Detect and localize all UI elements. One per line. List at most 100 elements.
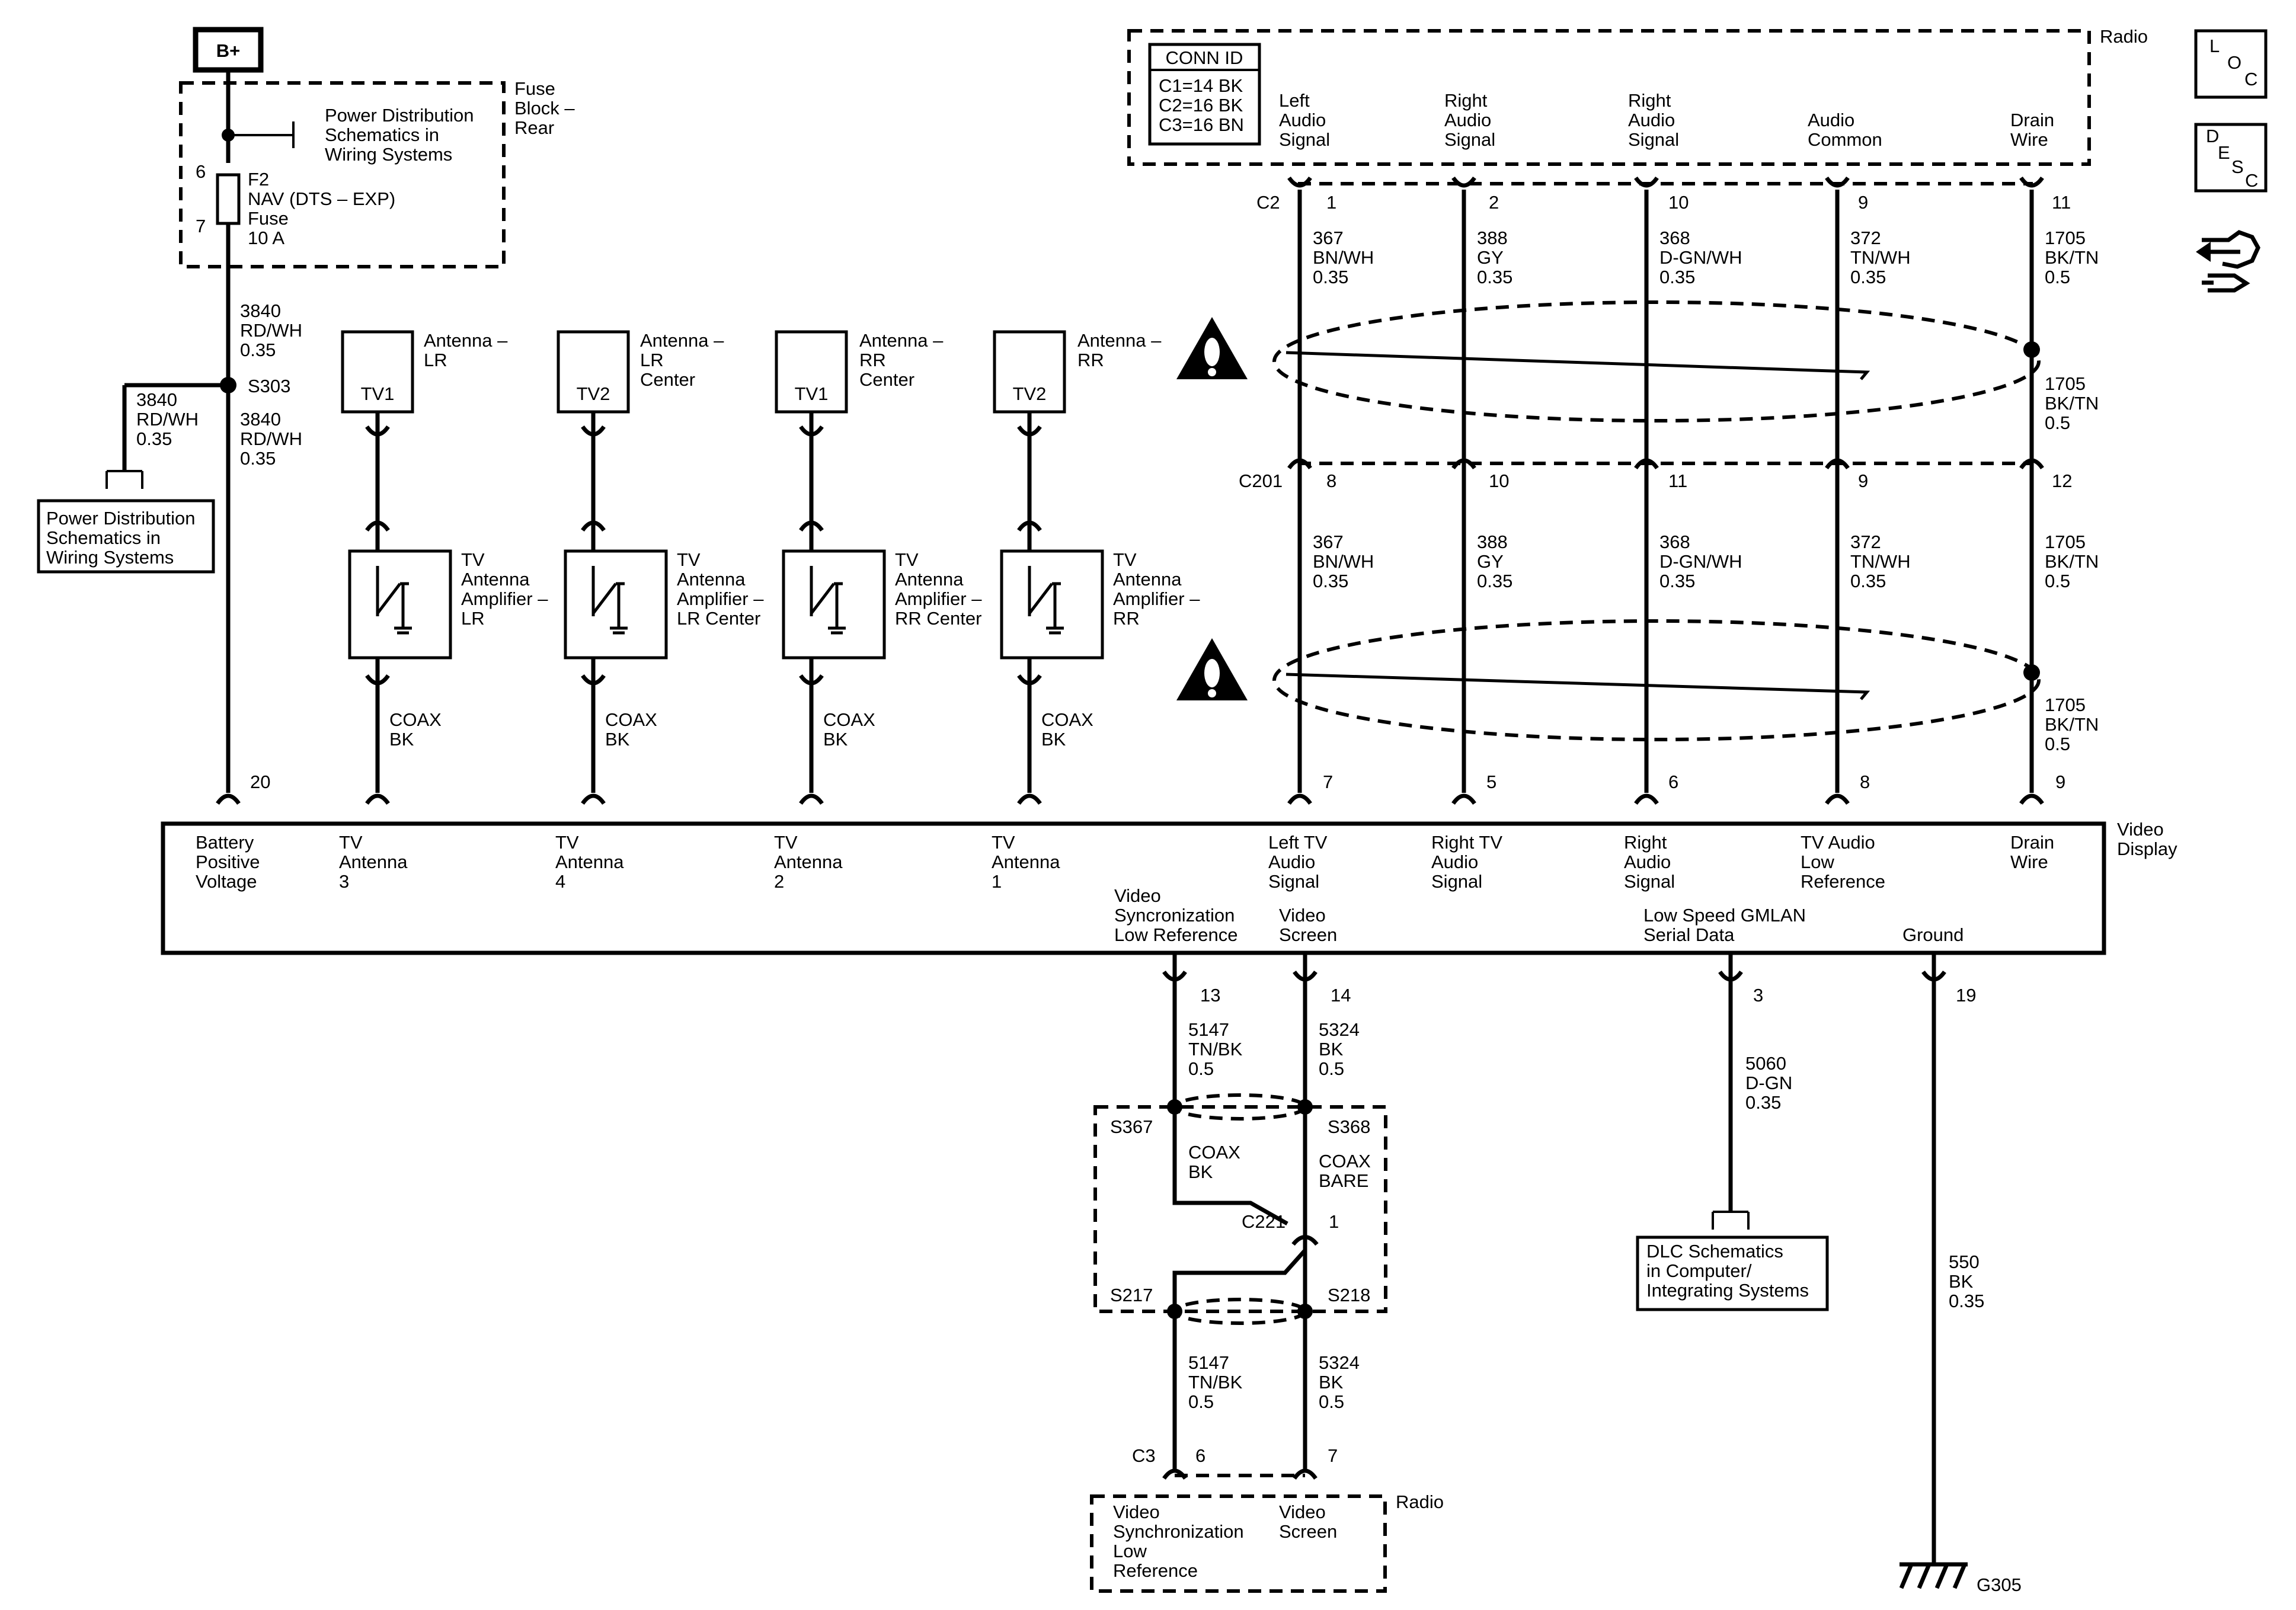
antenna-name: Antenna –RR	[1077, 330, 1162, 370]
warning-icon	[1176, 638, 1248, 700]
conn-id-box	[1148, 43, 1261, 146]
c201-pin-10: 10	[1489, 470, 1509, 491]
c3-pin-6: 6	[1195, 1445, 1205, 1466]
c2-pin-11: 11	[2052, 192, 2071, 213]
display-pin-8: 8	[1860, 772, 1870, 792]
ground-g305-label: G305	[1977, 1574, 2022, 1595]
drain-splice-1	[2023, 341, 2040, 358]
c201-pin-9: 9	[1858, 470, 1868, 491]
radio-bottom-title: Radio	[1396, 1491, 1444, 1512]
connector-end-view-icon	[2196, 230, 2260, 293]
splice-s217-label: S217	[1110, 1285, 1153, 1305]
splice-s367-label: S367	[1110, 1116, 1153, 1137]
splice-s368-label: S368	[1328, 1116, 1370, 1137]
display-pin-20: 20	[250, 772, 270, 792]
connector-cups	[216, 176, 2044, 1480]
display-pin-3: 3	[1753, 985, 1763, 1006]
connector-c3-label: C3	[1132, 1445, 1156, 1466]
svg-text:D: D	[2206, 126, 2219, 146]
shield-2	[1272, 619, 2041, 741]
fuse-pin-out: 7	[196, 216, 206, 236]
shield-1	[1272, 300, 2041, 422]
display-pin-19: 19	[1956, 985, 1976, 1006]
c201-pin-11: 11	[1668, 470, 1687, 491]
drain-splice-2	[2023, 664, 2040, 681]
radio-top-title: Radio	[2100, 26, 2148, 47]
svg-text:C: C	[2244, 69, 2257, 89]
desc-icon	[2194, 123, 2268, 193]
connector-c2-label: C2	[1256, 192, 1280, 213]
c2-pin-1: 1	[1326, 192, 1336, 213]
svg-text:S: S	[2231, 156, 2244, 177]
c3-pin-7: 7	[1328, 1445, 1338, 1466]
fuse-pin-in: 6	[196, 161, 206, 182]
c201-pin-8: 8	[1326, 470, 1336, 491]
display-pin-7: 7	[1323, 772, 1333, 792]
display-pin-9: 9	[2055, 772, 2065, 792]
battery-symbol: B+	[216, 40, 241, 61]
warning-icon	[1176, 317, 1248, 379]
splice-s218	[1297, 1304, 1313, 1319]
c2-pin-10: 10	[1668, 192, 1689, 213]
fuse-icon	[216, 173, 241, 225]
display-pin-5: 5	[1486, 772, 1496, 792]
svg-text:E: E	[2218, 142, 2230, 163]
loc-icon	[2194, 29, 2268, 99]
svg-text:L: L	[2209, 36, 2220, 56]
splice-s303-label: S303	[248, 376, 290, 396]
c221-pin-1: 1	[1329, 1211, 1339, 1232]
antenna-tag: TV2	[577, 383, 610, 404]
c201-pin-12: 12	[2052, 470, 2072, 491]
battery-supply: B+	[193, 27, 264, 83]
svg-text:C: C	[2245, 170, 2258, 191]
